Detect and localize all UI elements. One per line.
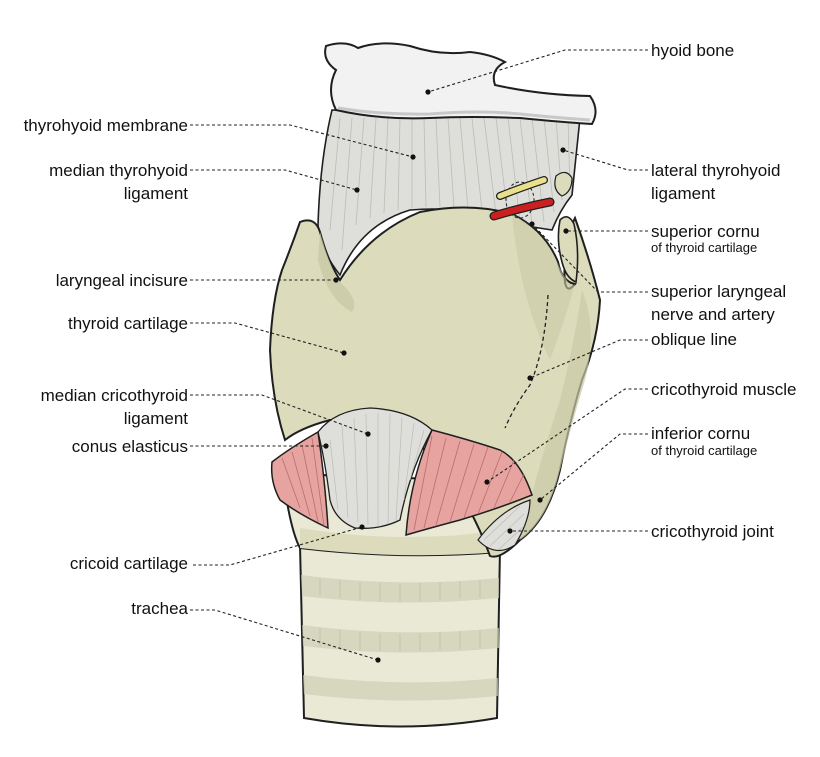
label-median-thyrohyoid-ligament-line1: median thyrohyoid (49, 161, 188, 180)
label-lateral-thyrohyoid-ligament-line1: lateral thyrohyoid (651, 161, 780, 180)
label-trachea: trachea (131, 599, 188, 618)
superior-cornu-shape (557, 216, 579, 284)
label-median-thyrohyoid-ligament-line2: ligament (124, 184, 189, 203)
label-cricothyroid-muscle: cricothyroid muscle (651, 380, 797, 399)
oblique-line-mark (504, 294, 549, 429)
label-lateral-thyrohyoid-ligament-line2: ligament (651, 184, 716, 203)
right-cricothyroid-muscle-shape (405, 429, 533, 537)
label-laryngeal-incisure: laryngeal incisure (56, 271, 188, 290)
lateral-thyrohyoid-ligament-knob (554, 171, 573, 197)
label-cricoid-cartilage: cricoid cartilage (70, 554, 188, 573)
trachea-shape (298, 543, 502, 728)
cricothyroid-joint-shape (477, 499, 531, 551)
label-superior-cornu: superior cornu (651, 222, 760, 241)
label-median-cricothyroid-ligament-line2: ligament (124, 409, 189, 428)
label-cricothyroid-joint: cricothyroid joint (651, 522, 774, 541)
label-thyrohyoid-membrane: thyrohyoid membrane (24, 116, 188, 135)
label-thyroid-cartilage: thyroid cartilage (68, 314, 188, 333)
label-hyoid-bone: hyoid bone (651, 41, 734, 60)
hyoid-bone-shape (324, 42, 597, 126)
conus-elasticus-shape (317, 407, 433, 529)
label-superior-laryngeal-line2: nerve and artery (651, 305, 775, 324)
superior-laryngeal-nerve-and-artery-shape (489, 176, 555, 221)
label-inferior-cornu: inferior cornu (651, 424, 750, 443)
label-conus-elasticus: conus elasticus (72, 437, 188, 456)
left-cricothyroid-muscle-shape (270, 430, 329, 530)
label-oblique-line: oblique line (651, 330, 737, 349)
label-median-cricothyroid-ligament-line1: median cricothyroid (41, 386, 188, 405)
labels: hyoid bone thyrohyoid membrane median th… (24, 41, 797, 618)
label-superior-cornu-sub: of thyroid cartilage (651, 240, 757, 255)
label-inferior-cornu-sub: of thyroid cartilage (651, 443, 757, 458)
leader-lines (190, 49, 648, 663)
label-superior-laryngeal-line1: superior laryngeal (651, 282, 786, 301)
